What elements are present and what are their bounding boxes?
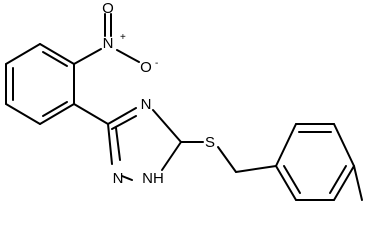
bond <box>275 123 297 167</box>
bond-c3-n4-double <box>111 115 137 130</box>
bond-n1-n2 <box>121 175 133 181</box>
bond-n4-c5 <box>152 109 182 143</box>
bond <box>5 103 41 125</box>
nitrophenyl-ring <box>5 43 75 125</box>
bond-phenyl-triazole <box>73 103 109 125</box>
molecule-structure-diagram: N + O - O N N NH S <box>5 0 363 201</box>
aromatic-inner-bond <box>42 51 68 67</box>
triazole-nh-label: NH <box>142 170 164 187</box>
sulfur-label: S <box>205 134 215 151</box>
bond-ch2-ring <box>235 165 277 173</box>
aromatic-inner-bond <box>283 165 301 194</box>
nitro-group: N + O - O <box>73 0 158 76</box>
bond <box>333 165 355 201</box>
bond <box>39 103 75 125</box>
bond-n-o-single <box>116 49 140 63</box>
methylphenyl-ring <box>275 123 363 201</box>
triazole-n4-label: N <box>141 96 152 113</box>
bond-c5-n1 <box>161 141 182 171</box>
bond-s-ch2 <box>217 146 237 173</box>
bond <box>39 43 75 65</box>
aromatic-inner-bond <box>42 101 68 117</box>
bond-n2-c3 <box>107 123 113 165</box>
nitro-o-label: O <box>140 59 152 76</box>
nitro-o-double-label: O <box>102 0 114 17</box>
triazole-n2-label: N <box>113 170 124 187</box>
bond-n2-c3-double <box>115 127 121 161</box>
bond-ring-nitro <box>73 48 102 65</box>
bond-c3-n4 <box>107 107 137 125</box>
thioether-linker: S <box>180 134 277 173</box>
molecule-svg: N + O - O N N NH S <box>5 0 363 201</box>
bond <box>5 43 41 65</box>
bond-ring-methyl <box>353 165 363 201</box>
nitro-n-label: N <box>103 35 114 52</box>
nitro-n-charge: + <box>120 32 126 43</box>
nitro-o-charge: - <box>155 58 158 69</box>
bond <box>333 123 355 167</box>
aromatic-inner-bond <box>329 165 347 194</box>
bond <box>275 165 297 201</box>
triazole-ring: N N NH <box>107 96 182 187</box>
